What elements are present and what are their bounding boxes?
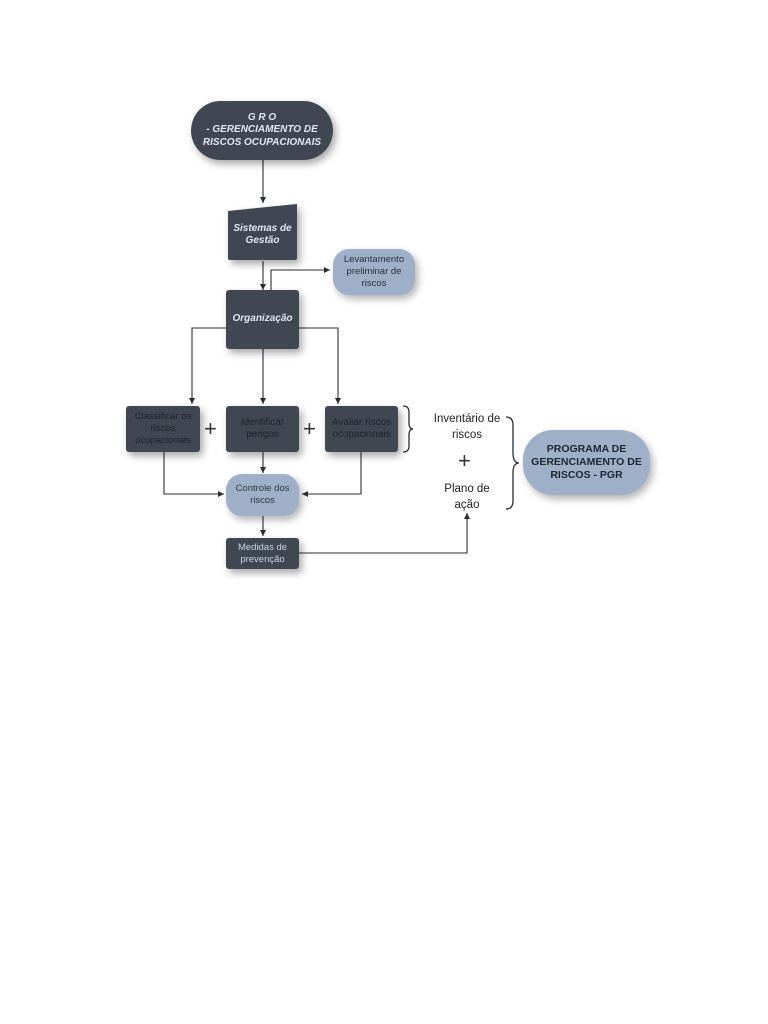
connector-to-levantamento [270, 267, 330, 290]
brace-small [402, 405, 414, 453]
levantamento-line1: Levantamento [343, 254, 405, 266]
connector-classificar-controle [163, 452, 224, 497]
avaliar-line2: ocupacionais [332, 429, 391, 440]
avaliar-line1: Avaliar riscos [331, 416, 392, 428]
connector-org-classificar [189, 327, 226, 404]
identificar-line1: Identificar [240, 416, 285, 428]
gro-node: G R O - GERENCIAMENTO DE RISCOS OCUPACIO… [191, 101, 333, 160]
controle-line1: Controle dos [235, 483, 290, 495]
avaliar-node: Avaliar riscos ocupacionais [325, 406, 398, 452]
classificar-line3: ocupacionais [135, 434, 191, 446]
plano-line1: Plano de [444, 483, 490, 495]
plus-sign-3: + [458, 448, 471, 473]
organizacao-label: Organização [232, 313, 293, 325]
identificar-node: Identificar perigos [226, 406, 299, 452]
gro-line1: G R O [247, 111, 277, 123]
inventario-text: Inventário de riscos [425, 412, 509, 443]
pgr-line1: PROGRAMA DE [546, 442, 627, 455]
inventario-line2: riscos [451, 428, 483, 441]
organizacao-node: Organização [226, 290, 299, 349]
medidas-node: Medidas de prevenção [226, 538, 299, 569]
pgr-node: PROGRAMA DE GERENCIAMENTO DE RISCOS - PG… [523, 430, 650, 495]
sistemas-line1: Sistemas de [233, 222, 292, 234]
classificar-line2: riscos [150, 423, 176, 435]
sistemas-node: Sistemas de Gestão [226, 203, 299, 261]
controle-line2: riscos [250, 495, 275, 506]
connector-org-avaliar [299, 327, 341, 404]
medidas-line1: Medidas de [237, 541, 288, 553]
classificar-node: Classificar os riscos ocupacionais [126, 406, 200, 452]
connector-avaliar-controle [302, 452, 362, 497]
plus-sign-1: + [204, 416, 217, 441]
gro-line3: RISCOS OCUPACIONAIS [202, 136, 322, 148]
pgr-line3: RISCOS - PGR [550, 469, 623, 482]
plus-sign-2: + [303, 416, 316, 441]
sistemas-shape [228, 204, 297, 260]
gro-line2: - GERENCIAMENTO DE [206, 124, 318, 136]
connector-medidas-plano [299, 513, 470, 554]
inventario-line1: Inventário de [433, 413, 501, 425]
levantamento-node: Levantamento preliminar de riscos [333, 249, 415, 295]
levantamento-line3: riscos [361, 277, 387, 289]
plano-text: Plano de ação [430, 482, 504, 513]
identificar-line2: perigos [246, 429, 279, 440]
levantamento-line2: preliminar de [346, 266, 402, 278]
sistemas-line2: Gestão [245, 235, 280, 246]
classificar-line1: Classificar os [134, 411, 192, 423]
plano-line2: ação [454, 498, 480, 511]
medidas-line2: prevenção [240, 553, 285, 565]
controle-node: Controle dos riscos [226, 474, 299, 516]
pgr-line2: GERENCIAMENTO DE [531, 455, 642, 468]
brace-large [505, 416, 520, 510]
